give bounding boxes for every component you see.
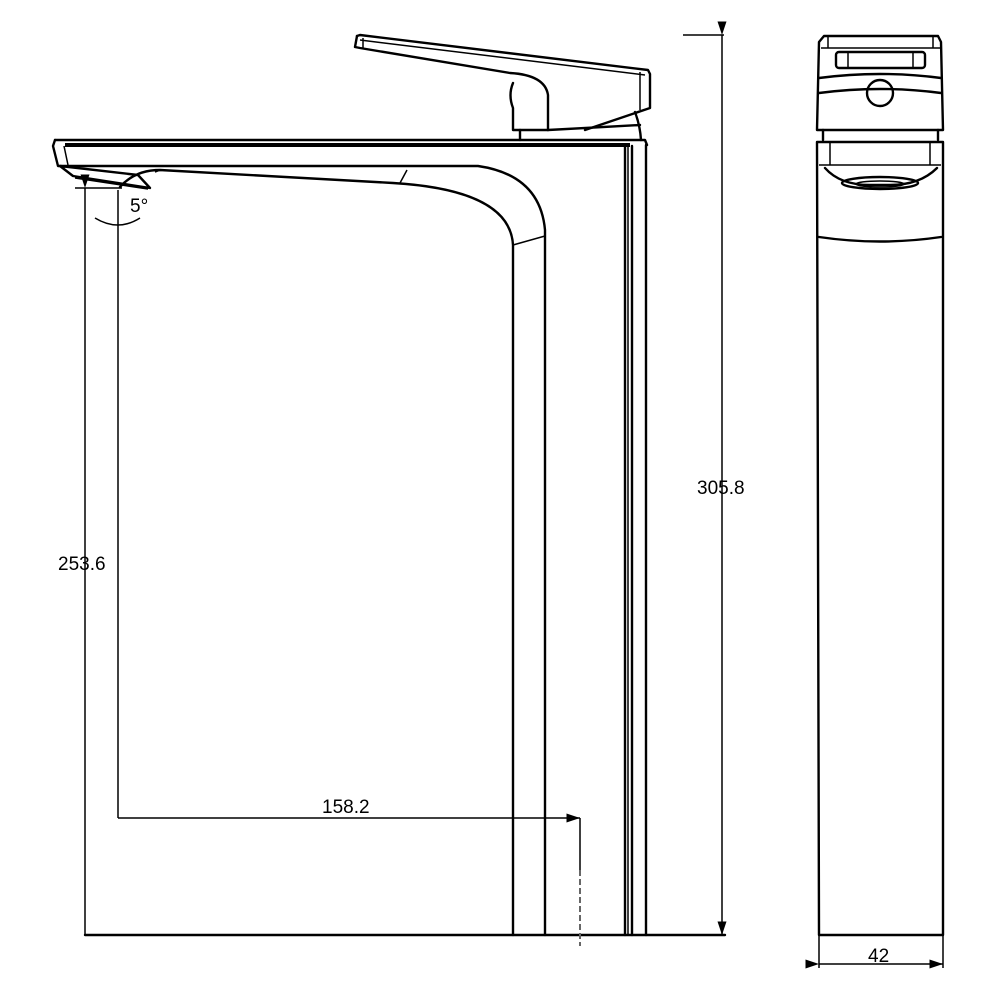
spout-height-label: 253.6 (58, 554, 106, 575)
side-elevation-view (51, 33, 727, 937)
dimension-body-width: 42 (805, 935, 944, 969)
body (83, 143, 727, 937)
dimension-spout-angle: 5° (94, 190, 148, 818)
total-height-label: 305.8 (697, 478, 745, 499)
front-elevation-view (815, 34, 945, 937)
dimension-total-height: 305.8 (683, 21, 745, 935)
dimension-spout-reach: 158.2 (118, 797, 581, 946)
spout-angle-label: 5° (130, 196, 148, 217)
body-width-label: 42 (868, 946, 889, 967)
spout-reach-label: 158.2 (322, 797, 370, 818)
handle-cap-circle (865, 78, 895, 108)
handle-lever (353, 33, 652, 142)
dimension-spout-height: 253.6 (58, 174, 122, 935)
